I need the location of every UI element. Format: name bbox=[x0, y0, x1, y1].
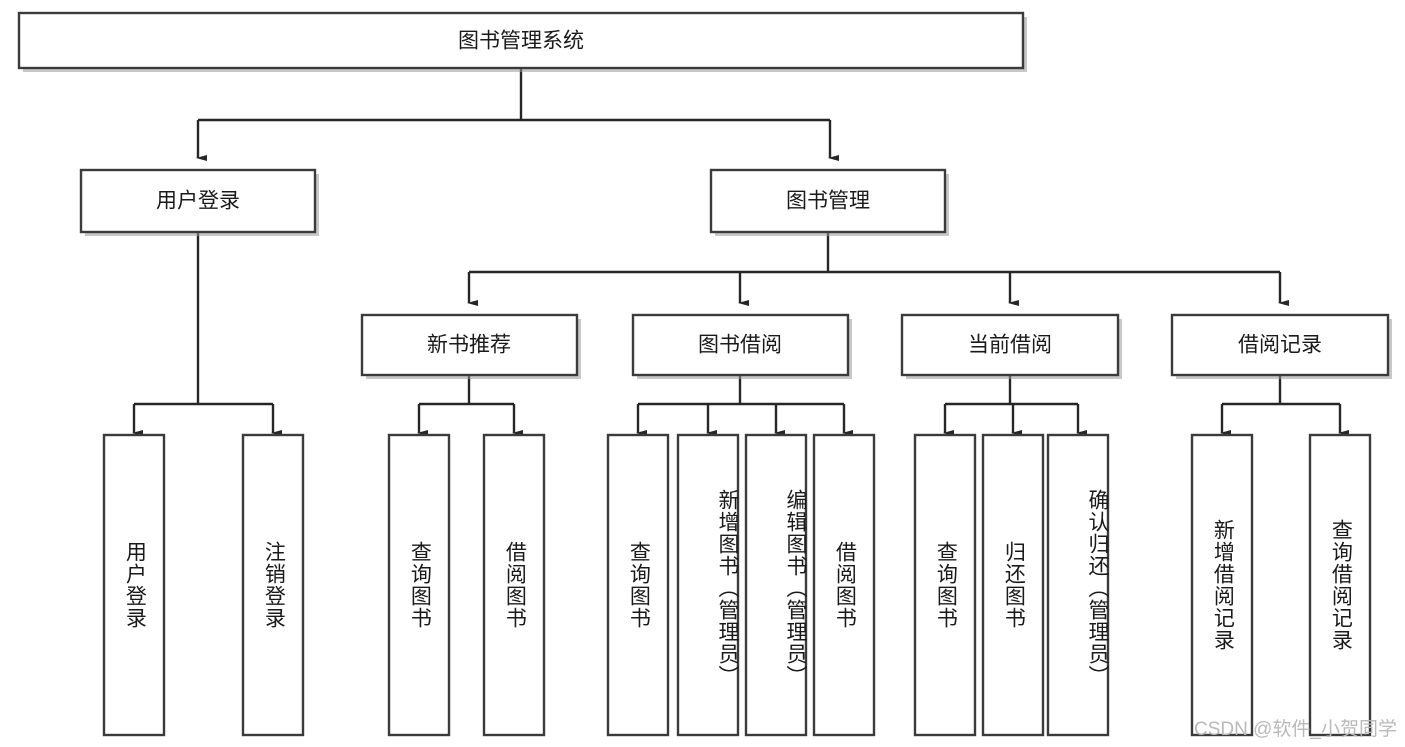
leaf-box-logout[interactable] bbox=[241, 433, 305, 737]
node-borrow-records[interactable]: 借阅记录 bbox=[1170, 313, 1392, 379]
leaf-box-return-book[interactable] bbox=[981, 433, 1045, 737]
leaf-box-edit-book-admin[interactable] bbox=[744, 433, 808, 737]
node-new-book-recommend-box bbox=[360, 313, 579, 377]
node-book-borrow-label: 图书借阅 bbox=[698, 334, 782, 357]
node-user-login-label: 用户登录 bbox=[156, 190, 240, 213]
node-root[interactable]: 图书管理系统 bbox=[17, 11, 1027, 72]
node-user-login-box bbox=[79, 168, 317, 234]
leaf-box-query-book-c[interactable] bbox=[913, 433, 977, 737]
leaf-box-borrow-book-a[interactable] bbox=[482, 433, 546, 737]
leaf-box-user-login[interactable] bbox=[102, 433, 166, 737]
node-book-borrow[interactable]: 图书借阅 bbox=[631, 313, 852, 379]
node-book-borrow-box bbox=[631, 313, 850, 377]
connector-layer bbox=[132, 68, 1349, 436]
node-book-management-box bbox=[709, 168, 947, 234]
csdn-watermark: CSDN @软件_小贺同学 bbox=[1194, 719, 1397, 740]
leaf-box-confirm-return-admin[interactable] bbox=[1046, 433, 1110, 737]
node-root-label: 图书管理系统 bbox=[458, 30, 584, 53]
node-current-borrow-label: 当前借阅 bbox=[968, 334, 1052, 357]
node-new-book-recommend[interactable]: 新书推荐 bbox=[360, 313, 581, 379]
node-borrow-records-box bbox=[1170, 313, 1390, 377]
leaf-box-query-book-a[interactable] bbox=[387, 433, 451, 737]
node-root-box bbox=[17, 11, 1025, 70]
node-borrow-records-label: 借阅记录 bbox=[1238, 334, 1322, 357]
node-current-borrow-box bbox=[900, 313, 1120, 377]
node-book-management-label: 图书管理 bbox=[786, 190, 870, 213]
leaf-box-add-book-admin[interactable] bbox=[676, 433, 740, 737]
node-user-login[interactable]: 用户登录 bbox=[79, 168, 319, 236]
leaf-box-query-book-b[interactable] bbox=[606, 433, 670, 737]
node-new-book-recommend-label: 新书推荐 bbox=[427, 334, 511, 357]
leaf-box-layer bbox=[102, 433, 1372, 737]
leaf-box-borrow-book-b[interactable] bbox=[812, 433, 876, 737]
leaf-box-add-record[interactable] bbox=[1190, 433, 1254, 737]
leaf-box-query-record[interactable] bbox=[1308, 433, 1372, 737]
node-book-management[interactable]: 图书管理 bbox=[709, 168, 949, 236]
node-current-borrow[interactable]: 当前借阅 bbox=[900, 313, 1122, 379]
